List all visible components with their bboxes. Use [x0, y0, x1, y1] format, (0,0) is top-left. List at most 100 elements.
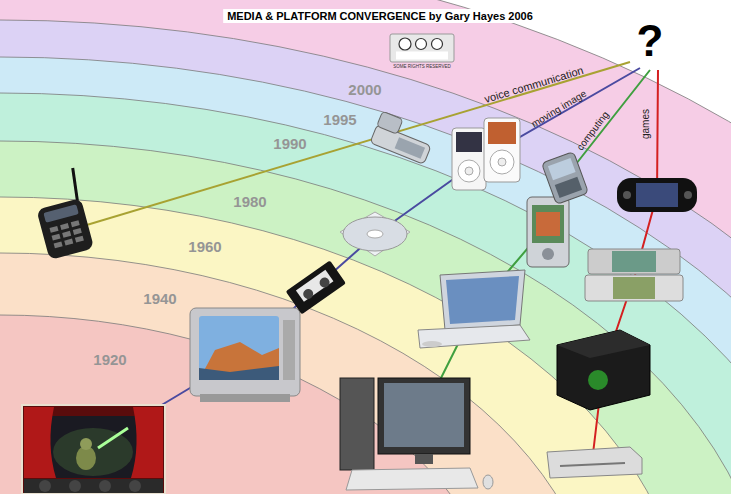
cordless-phone-part: [54, 241, 63, 248]
year-label: 1990: [273, 136, 306, 151]
cordless-phone-part: [62, 231, 71, 238]
year-label: 1920: [93, 352, 126, 367]
pda: [527, 197, 569, 267]
cinema-picture-part: [69, 480, 81, 492]
cinema-picture-part: [80, 438, 92, 450]
cordless-phone: [28, 168, 94, 260]
cinema-picture: [22, 405, 165, 494]
cinema-picture-part: [131, 407, 163, 478]
television: [190, 308, 300, 402]
cordless-phone-part: [75, 236, 84, 243]
dvd-disc-part: [343, 217, 407, 251]
desktop-computer: [340, 378, 493, 490]
convergence-lines-part: [420, 70, 650, 420]
flip-phone-part: [395, 137, 425, 159]
license-badge-part: [390, 34, 454, 62]
era-bands-part: [0, 93, 731, 494]
xbox-console-part: [557, 330, 650, 358]
year-label: 2000: [348, 82, 381, 97]
desktop-computer-part: [483, 475, 493, 489]
ipods-part: [452, 128, 486, 190]
xbox-console-part: [588, 370, 608, 390]
cordless-phone-part: [36, 198, 94, 260]
dvd-disc: [340, 212, 410, 256]
laptop-part: [446, 276, 519, 324]
ds-console: [585, 249, 683, 301]
pda-part: [536, 212, 560, 236]
cordless-phone-part: [49, 226, 58, 233]
flip-phone-part: [377, 111, 403, 134]
year-label: 1960: [188, 239, 221, 254]
license-badge-part: [416, 39, 427, 50]
cordless-phone-part: [71, 220, 80, 227]
psp-console-part: [636, 183, 678, 207]
cinema-picture-part: [50, 416, 137, 478]
set-top-box: [547, 447, 642, 478]
cordless-phone-part: [69, 168, 81, 201]
set-top-box-part: [560, 463, 625, 466]
cinema-picture-part: [24, 407, 56, 478]
ipods-part: [484, 118, 520, 182]
desktop-computer-part: [340, 378, 374, 470]
blackberry: [542, 152, 589, 205]
television-part: [199, 366, 279, 380]
license-badge-part: [396, 52, 448, 60]
vhs-cassette-part: [318, 276, 332, 290]
diagram-title: MEDIA & PLATFORM CONVERGENCE by Gary Hay…: [223, 9, 537, 23]
era-bands-part: [0, 253, 600, 494]
blackberry-part: [542, 152, 589, 205]
dvd-disc-part: [340, 212, 410, 256]
flip-phone-part: [370, 124, 431, 164]
year-label: 1980: [233, 194, 266, 209]
cinema-picture-part: [98, 428, 128, 448]
ds-console-part: [612, 251, 656, 272]
desktop-computer-part: [378, 378, 470, 454]
ipods-part: [465, 167, 473, 175]
ipods-part: [490, 150, 514, 174]
cordless-phone-part: [73, 228, 82, 235]
television-part: [283, 320, 295, 380]
pda-part: [532, 205, 564, 243]
cinema-picture-part: [39, 480, 51, 492]
ipods-part: [498, 158, 506, 166]
era-bands-part: [0, 20, 731, 494]
question-mark: ?: [637, 19, 664, 63]
cinema-picture-part: [53, 428, 133, 476]
ipods-part: [458, 160, 480, 182]
psp-console-part: [617, 178, 697, 212]
ipods: [452, 118, 520, 190]
vhs-cassette: [286, 260, 346, 314]
laptop-part: [440, 270, 525, 330]
cinema-picture-part: [24, 479, 163, 493]
year-label: 1940: [143, 291, 176, 306]
cordless-phone-part: [43, 204, 78, 222]
set-top-box-part: [547, 447, 642, 478]
cinema-picture-part: [129, 480, 141, 492]
ds-console-part: [588, 249, 680, 274]
line-label: games: [641, 109, 651, 139]
desktop-computer-part: [415, 454, 433, 464]
desktop-computer-part: [384, 383, 464, 447]
psp-console-part: [623, 191, 631, 199]
pda-part: [542, 248, 554, 260]
blackberry-part: [548, 158, 576, 180]
license-badge: [390, 34, 454, 62]
vhs-cassette-part: [296, 270, 334, 302]
era-bands-part: [0, 197, 687, 494]
xbox-console: [557, 330, 650, 410]
cinema-picture-part: [99, 480, 111, 492]
license-text: SOME RIGHTS RESERVED: [393, 65, 450, 70]
cordless-phone-part: [60, 223, 69, 230]
desktop-computer-part: [346, 468, 478, 490]
ds-console-part: [585, 275, 683, 301]
laptop-part: [422, 341, 442, 347]
psp-console-part: [684, 191, 692, 199]
vhs-cassette-part: [286, 260, 346, 314]
cordless-phone-part: [64, 239, 73, 246]
vhs-cassette-part: [301, 287, 315, 301]
era-bands-part: [0, 57, 731, 494]
ipods-part: [488, 122, 516, 144]
laptop: [418, 270, 530, 348]
